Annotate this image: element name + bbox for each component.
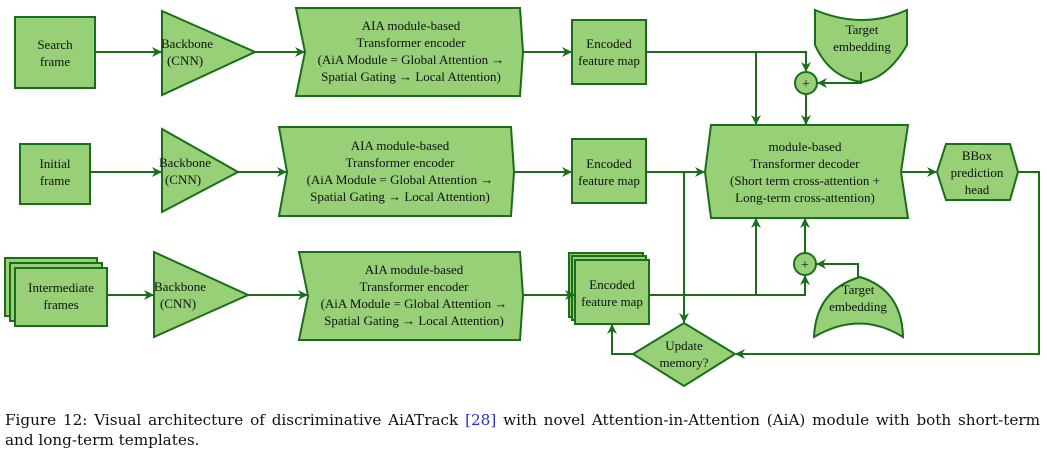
- plus-sign-bottom: +: [801, 258, 809, 273]
- target-embedding-bottom-shape: [812, 275, 905, 339]
- arrow-update-to-feature3: [607, 324, 633, 355]
- encoder-box-2: [277, 126, 516, 217]
- backbone-label-1: Backbone(CNN): [161, 36, 213, 68]
- feature-map-box-1: [571, 19, 647, 85]
- connectors: [90, 47, 1040, 359]
- feature-map-box-2: [571, 138, 647, 204]
- feature-map-box-3: [574, 259, 650, 325]
- citation-link[interactable]: [28]: [465, 411, 497, 429]
- backbone-triangle-1: [161, 9, 258, 97]
- arrow-bbox-to-update: [735, 171, 1040, 359]
- update-memory-diamond: [631, 321, 737, 388]
- decoder-box: [703, 124, 910, 219]
- arrow-feature1-to-plus: [646, 51, 811, 72]
- encoder-box-1: [294, 7, 525, 97]
- caption-text-start: Figure 12: Visual architecture of discri…: [5, 411, 466, 429]
- figure-caption: Figure 12: Visual architecture of discri…: [5, 410, 1040, 450]
- target-embedding-top-shape: [814, 8, 908, 84]
- arrow-target-top-to-plus: [817, 72, 862, 88]
- backbone-label-3: Backbone(CNN): [154, 279, 206, 311]
- arrow-feature3-to-plus: [649, 275, 810, 296]
- caption-text-end: with novel Attention-in-Attention (AiA) …: [5, 411, 1040, 449]
- bbox-head-box: [935, 143, 1020, 201]
- backbone-triangle-2: [161, 127, 241, 214]
- encoder-box-3: [297, 251, 525, 341]
- intermediate-frames-box: [14, 267, 108, 327]
- plus-sign-top: +: [802, 77, 810, 92]
- initial-frame-box: [19, 143, 91, 205]
- backbone-label-2: Backbone(CNN): [159, 155, 211, 187]
- search-frame-box: [14, 16, 96, 89]
- backbone-triangle-3: [153, 250, 251, 339]
- arrow-target-bottom-to-plus: [816, 259, 859, 278]
